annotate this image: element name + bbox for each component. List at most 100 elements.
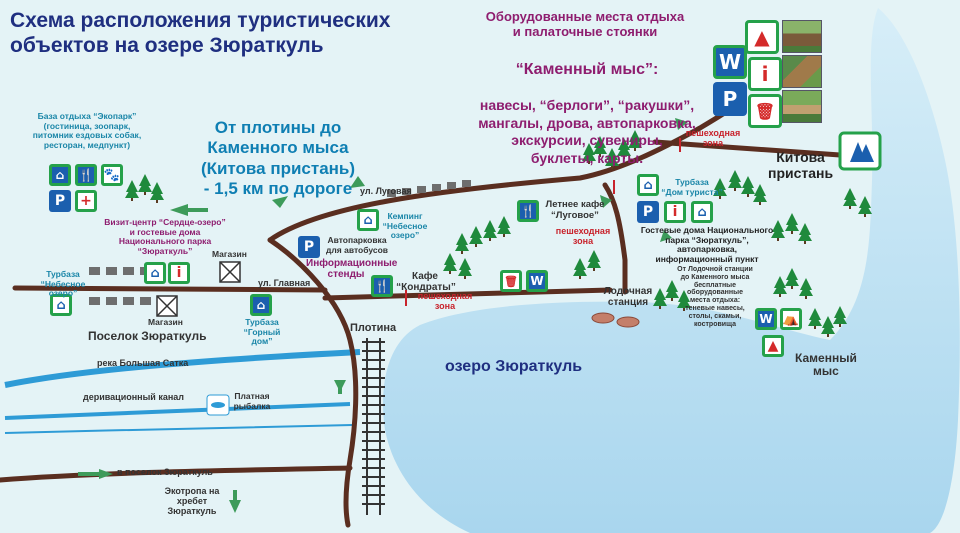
photo-cabin-2	[782, 55, 822, 88]
wc-icon-kondraty: W	[526, 270, 548, 292]
trash-icon: 🗑	[748, 94, 782, 128]
tree-icon	[741, 176, 755, 197]
food-icon: 🍴	[75, 164, 97, 186]
trash-icon-kondraty: 🗑	[500, 270, 522, 292]
road-glavnaya	[12, 285, 328, 293]
label-pedestrian-3: пешеходная зона	[685, 128, 741, 149]
tent-icon-kamenny: ⛺	[780, 308, 802, 330]
road-south	[0, 465, 353, 483]
label-kamenny-mys: Каменный мыс	[795, 351, 857, 379]
tree-icon	[798, 223, 812, 244]
tree-icon	[728, 170, 742, 191]
tree-icon	[785, 213, 799, 234]
label-pedestrian-2: пешеходная зона	[555, 226, 611, 247]
label-ekotropa: Экотропа на хребет Зюраткуль	[164, 486, 220, 517]
distance-note: От плотины до Каменного мыса (Китова при…	[200, 118, 356, 199]
parking-icon-guest: P	[637, 201, 659, 223]
label-turbaza-dom: Турбаза “Дом туриста”	[661, 177, 723, 197]
road-center	[267, 237, 359, 528]
label-kemping: Кемпинг “Небесное озеро”	[382, 211, 428, 241]
kamenny-heading: Оборудованные места отдыха и палаточные …	[485, 9, 685, 39]
animal-icon: 🐾	[101, 164, 123, 186]
label-ul-lugovaya: ул. Луговая	[360, 186, 412, 196]
kamenny-details: навесы, “берлоги”, “ракушки”, мангалы, д…	[478, 97, 696, 166]
parking-icon: P	[713, 82, 747, 116]
tree-icon	[483, 220, 497, 241]
parking-icon-ekopark: P	[49, 190, 71, 212]
tree-icon	[785, 268, 799, 289]
tree-icon	[858, 196, 872, 217]
label-kondraty: “Кондраты”	[396, 282, 456, 293]
tree-icon	[808, 308, 822, 329]
tree-icon	[821, 316, 835, 337]
label-kitova: Китова пристань	[768, 149, 834, 181]
info-icon-visit: i	[168, 262, 190, 284]
house-icon-kemping: ⌂	[357, 209, 379, 231]
tree-icon	[469, 226, 483, 247]
tree-icon	[799, 278, 813, 299]
photo-cabin-1	[782, 20, 822, 53]
tree-icon	[138, 174, 152, 195]
info-icon-guest: i	[664, 201, 686, 223]
label-pedestrian-1: пешеходная зона	[417, 291, 473, 312]
label-kanal: деривационный канал	[83, 392, 184, 402]
label-lake: озеро Зюраткуль	[445, 358, 583, 375]
label-ekopark: База отдыха “Экопарк” (гостиница, зоопар…	[32, 111, 142, 150]
road-boat	[602, 182, 628, 295]
info-icon: i	[748, 57, 782, 91]
river-bolshaya-satka	[4, 349, 361, 388]
house-icon-dom-turista: ⌂	[637, 174, 659, 196]
tree-icon	[587, 250, 601, 271]
label-ul-glavnaya: ул. Главная	[258, 278, 311, 288]
food-icon-kondraty: 🍴	[371, 275, 393, 297]
label-turbaza-nebo: Турбаза “Небесное озеро”	[40, 269, 86, 299]
tree-icon	[458, 258, 472, 279]
tree-icon	[773, 276, 787, 297]
shop-icon	[156, 261, 241, 317]
food-icon-lugovoe: 🍴	[517, 200, 539, 222]
label-kafe: Кафе	[412, 271, 438, 282]
label-magazin-2: Магазин	[148, 317, 183, 327]
label-guest-houses: Гостевые дома Национального парка “Зюрат…	[640, 225, 774, 264]
lake-shape	[383, 8, 960, 533]
derivation-canal	[4, 402, 351, 420]
tree-icon	[443, 253, 457, 274]
photo-shelter	[782, 90, 822, 123]
hotel-icon: ⌂	[49, 164, 71, 186]
tree-icon	[753, 184, 767, 205]
road-lugovaya	[267, 102, 738, 243]
label-poselok: Поселок Зюраткуль	[88, 329, 207, 343]
label-rybalka: Платная рыбалка	[233, 391, 271, 411]
label-lodochnaya: Лодочная станция	[603, 286, 653, 309]
kamenny-block: “Каменный мыс”: навесы, “берлоги”, “раку…	[462, 42, 712, 185]
label-info-stands: Информационные стенды	[306, 258, 398, 281]
medical-icon: +	[75, 190, 97, 212]
house-icon-nebo: ⌂	[50, 294, 72, 316]
label-turbaza-gorny: Турбаза “Горный дом”	[243, 317, 281, 347]
wc-icon-kamenny: W	[755, 308, 777, 330]
tent-icon-kitova	[838, 131, 882, 171]
label-kamenny-note: От Лодочной станции до Каменного мыса бе…	[677, 266, 753, 328]
tree-icon	[455, 233, 469, 254]
map-title: Схема расположения туристических объекто…	[10, 9, 391, 58]
house-icon-visit: ⌂	[144, 262, 166, 284]
label-letnee-kafe: Летнее кафе “Луговое”	[545, 199, 605, 221]
label-magazin-1: Магазин	[212, 249, 247, 259]
campfire-icon-kamenny: ▲	[762, 335, 784, 357]
house-icon-guest: ⌂	[691, 201, 713, 223]
tree-icon	[150, 182, 164, 203]
label-visit-center: Визит-центр “Сердце-озеро” и гостевые до…	[104, 217, 226, 256]
kamenny-name: “Каменный мыс”:	[515, 60, 659, 78]
tree-icon	[843, 188, 857, 209]
tree-icon	[573, 258, 587, 279]
label-plotina: Плотина	[350, 322, 397, 334]
tree-icon	[497, 216, 511, 237]
tree-icon	[125, 180, 139, 201]
label-v-poselok: в поселок Зюраткуль	[117, 467, 213, 477]
label-avtoparkovka: Автопарковка для автобусов	[326, 235, 388, 255]
wc-icon: W	[713, 45, 747, 79]
label-reka: река Большая Сатка	[97, 358, 189, 368]
road-to-kitova	[652, 139, 843, 158]
tree-icon	[833, 306, 847, 327]
house-icon-gorny: ⌂	[250, 294, 272, 316]
